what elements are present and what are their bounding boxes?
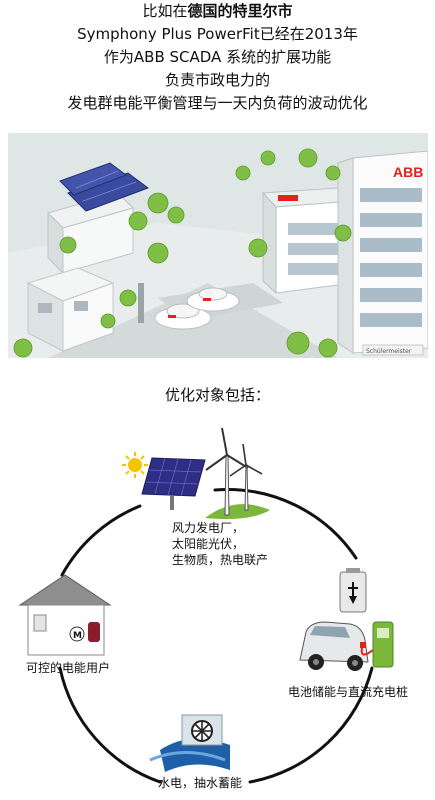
ev-charging-station [138, 283, 283, 330]
cycle-ring [58, 488, 374, 784]
wind-solar-icon [122, 427, 270, 519]
label-hydro: 水电，抽水蓄能 [158, 776, 243, 790]
diagram-title: 优化对象包括： [164, 386, 270, 404]
charger-icon [360, 621, 394, 668]
label-generation-line-2: 太阳能光伏， [172, 537, 245, 551]
electric-car-icon [299, 621, 369, 671]
small-building [26, 267, 115, 352]
house-motor-icon: M [18, 574, 112, 656]
hydro-turbine-icon [149, 714, 230, 772]
battery-icon [339, 568, 367, 613]
header-line-5: 发电群电能平衡管理与一天内负荷的波动优化 [67, 94, 368, 112]
solar-panel-icon [141, 457, 206, 510]
arc-consumer-generation [60, 504, 142, 577]
label-storage: 电池储能与直流充电桩 [288, 685, 409, 699]
trees [13, 148, 352, 358]
header-text: 比如在德国的特里尔市 Symphony Plus PowerFit已经在2013… [0, 0, 435, 115]
header-line-1-prefix: 比如在 [142, 2, 188, 20]
arc-generation-storage [213, 488, 358, 560]
header-line-2: Symphony Plus PowerFit已经在2013年 [77, 25, 358, 43]
label-generation-line-1: 风力发电厂， [172, 521, 245, 535]
header-line-1-bold: 德国的特里尔市 [187, 2, 293, 20]
svg-text:M: M [73, 631, 82, 641]
sun-icon [122, 452, 148, 478]
battery-ev-charger-icon [299, 568, 394, 671]
header-line-1: 比如在德国的特里尔市 [0, 0, 435, 23]
label-generation-line-3: 生物质，热电联产 [172, 553, 269, 567]
corner-logo-badge: Schülermeister [362, 344, 424, 356]
corner-logo-text: Schülermeister [366, 348, 412, 355]
label-consumer: 可控的电能用户 [26, 661, 111, 675]
abb-headquarters: ABB [337, 150, 428, 354]
optimization-cycle-diagram: M 风力发电厂， 太阳能光伏， 生物质，热电联产 电池储能与直流充电桩 水电，抽… [0, 410, 435, 800]
header-line-4: 负责市政电力的 [164, 71, 270, 89]
arc-hydro-consumer [58, 666, 162, 784]
label-generation: 风力发电厂， 太阳能光伏， 生物质，热电联产 [172, 520, 268, 568]
header-line-3: 作为ABB SCADA 系统的扩展功能 [103, 48, 332, 66]
abb-logo: ABB [393, 164, 423, 180]
office-building-middle [261, 187, 355, 295]
smart-city-illustration: ABB Schülermeister [8, 133, 428, 358]
arc-storage-hydro [248, 666, 374, 784]
wind-turbine-icon [205, 427, 263, 516]
